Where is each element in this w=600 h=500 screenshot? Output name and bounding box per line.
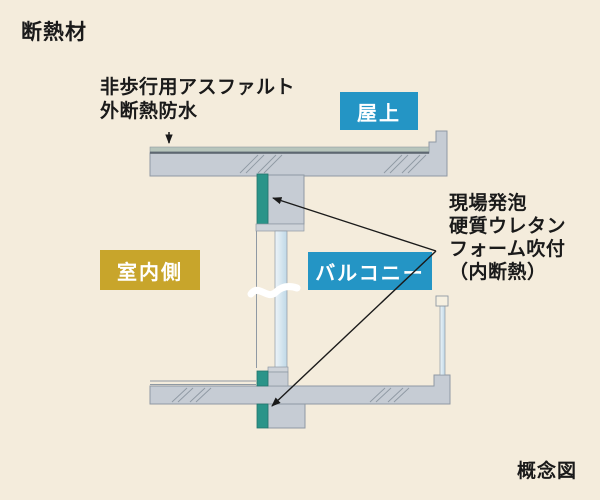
floor-insulation-strip-lower: [256, 403, 269, 429]
insulation-note-line1: 現場発泡: [449, 193, 528, 214]
roof-insulation-strip: [256, 173, 269, 225]
floor-topping-lines: [150, 380, 256, 385]
roof-slab-hatch: [239, 154, 427, 174]
roof-waterproof-note: 非歩行用アスファルト 外断熱防水: [100, 76, 295, 124]
roof-waterproof-note-line1: 非歩行用アスファルト: [100, 77, 296, 98]
window-glass: [274, 230, 288, 370]
insulation-note-line2: 硬質ウレタン: [449, 216, 567, 237]
indoor-side-label: 室内側: [100, 250, 200, 290]
window-sill-frame: [267, 366, 289, 373]
page-title: 断熱材: [21, 21, 87, 44]
rooftop-label: 屋上: [340, 92, 418, 130]
railing-cap: [435, 295, 449, 307]
break-symbol: [247, 283, 301, 299]
balcony-label: バルコニー: [308, 252, 432, 290]
roof-waterproof-note-line2: 外断熱防水: [100, 101, 198, 122]
floor-slab-shape: [149, 374, 451, 405]
diagram-type-caption: 概念図: [517, 461, 578, 482]
balcony-curb: [267, 371, 289, 387]
railing-post: [439, 305, 446, 376]
window-head-frame: [255, 223, 305, 232]
insulation-note-line4: （内断熱）: [449, 262, 547, 283]
floor-beam: [267, 403, 306, 429]
roof-waterproof-line: [150, 151, 429, 154]
insulation-note: 現場発泡 硬質ウレタン フォーム吹付 （内断熱）: [449, 192, 566, 284]
roof-beam: [267, 174, 305, 225]
insulation-note-line3: フォーム吹付: [449, 239, 566, 260]
floor-insulation-strip-upper: [256, 370, 269, 387]
